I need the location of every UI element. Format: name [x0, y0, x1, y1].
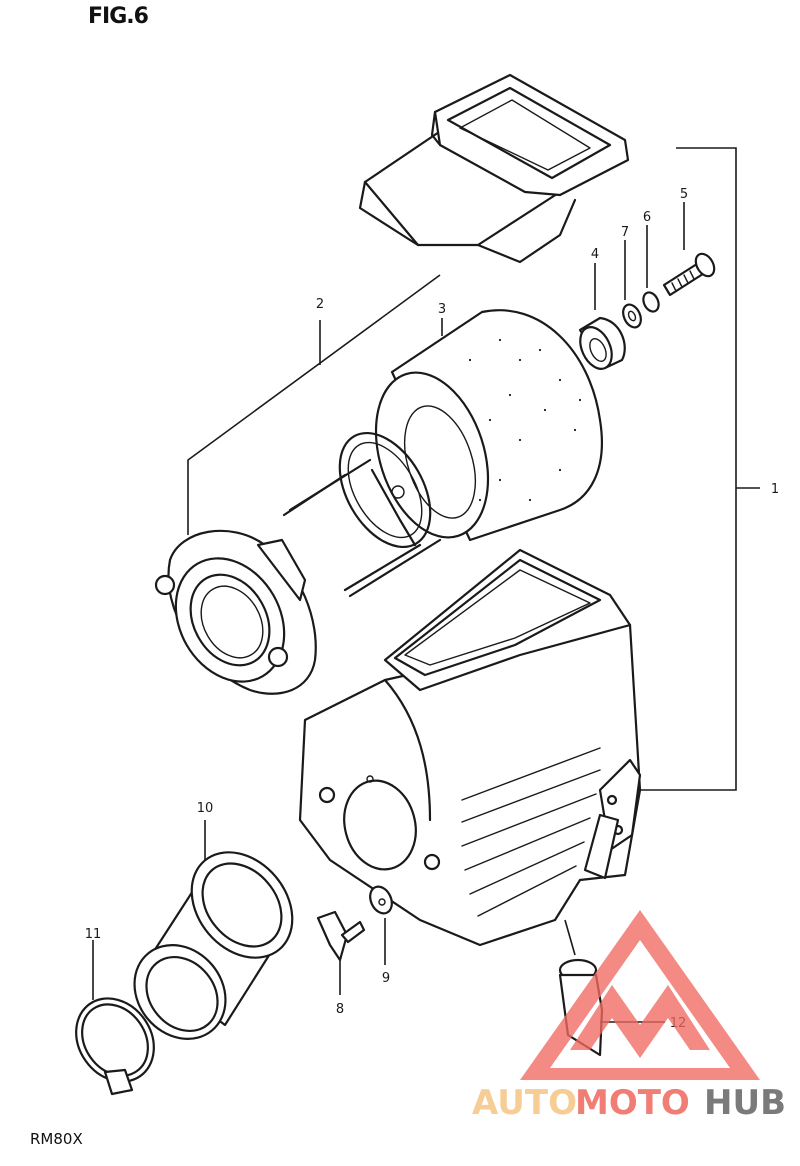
callout-5: 5 — [680, 187, 688, 202]
air-filter-element — [374, 309, 603, 542]
callout-10: 10 — [197, 801, 214, 816]
inlet-pipe-part-10 — [133, 820, 294, 1040]
hose-clamp-part-11 — [75, 940, 155, 1096]
filter-holder-flange — [154, 529, 317, 695]
washer-part-9 — [369, 885, 393, 965]
callout-6: 6 — [643, 210, 651, 225]
callout-9: 9 — [382, 971, 390, 986]
callout-1: 1 — [771, 482, 779, 497]
model-label: RM80X — [30, 1130, 83, 1148]
washer-part-7 — [622, 303, 642, 329]
leader-part-1 — [640, 147, 760, 791]
wing-bolt-part-8 — [316, 910, 366, 995]
watermark-hub-text: HUB — [704, 1083, 786, 1123]
callout-3: 3 — [438, 302, 446, 317]
callout-11: 11 — [85, 927, 102, 942]
callout-8: 8 — [336, 1002, 344, 1017]
watermark-moto-text: MOTO — [575, 1083, 690, 1123]
figure-title: FIG.6 — [88, 4, 149, 29]
filter-cage — [282, 431, 442, 598]
air-box-cover — [358, 73, 630, 264]
leader-part-2 — [187, 274, 441, 535]
lock-washer-part-6 — [642, 291, 660, 313]
callout-7: 7 — [621, 225, 629, 240]
bolt-part-5 — [662, 252, 716, 297]
automotohub-watermark: AUTO MOTO HUB — [472, 910, 786, 1123]
collar-part-4 — [578, 316, 626, 370]
watermark-auto-text: AUTO — [472, 1083, 577, 1123]
callout-2: 2 — [316, 297, 324, 312]
leader-parts-4-7 — [594, 202, 685, 310]
air-cleaner-case — [298, 548, 642, 947]
watermark-m-icon — [570, 985, 710, 1058]
callout-4: 4 — [591, 247, 599, 262]
watermark-triangle-icon — [520, 910, 760, 1080]
